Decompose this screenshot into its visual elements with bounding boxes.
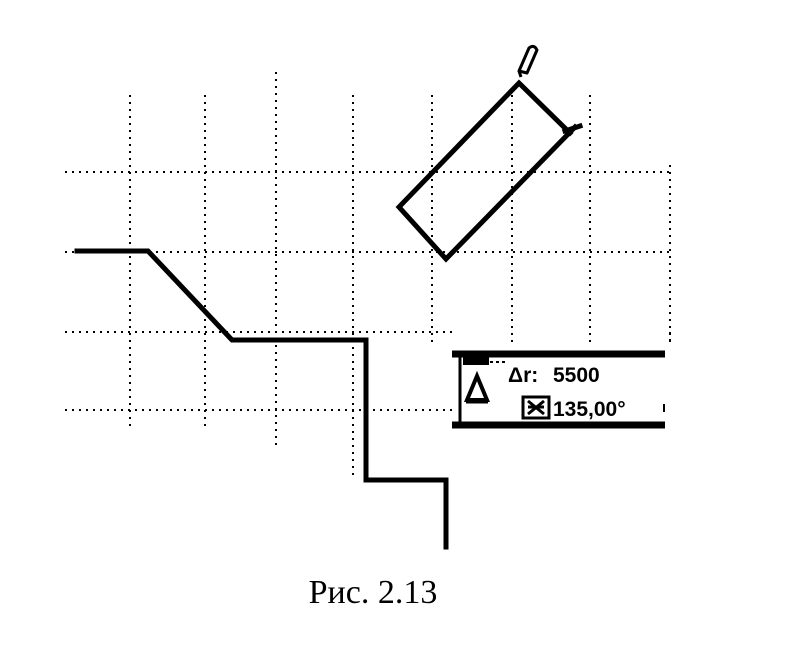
angle-icon — [521, 395, 551, 420]
rectangle-corner-tick — [561, 122, 584, 135]
snap-grid — [65, 72, 671, 478]
delta-icon — [464, 370, 490, 404]
tracker-box — [452, 350, 665, 429]
figure-caption: Рис. 2.13 — [308, 574, 438, 611]
length-value[interactable]: 5500 — [553, 364, 600, 387]
rotated-rectangle — [395, 79, 579, 263]
stepped-polyline — [74, 248, 449, 550]
pencil-cursor-icon — [517, 44, 539, 78]
length-label: Δr: — [508, 364, 538, 387]
angle-value[interactable]: 135,00° — [553, 398, 626, 421]
